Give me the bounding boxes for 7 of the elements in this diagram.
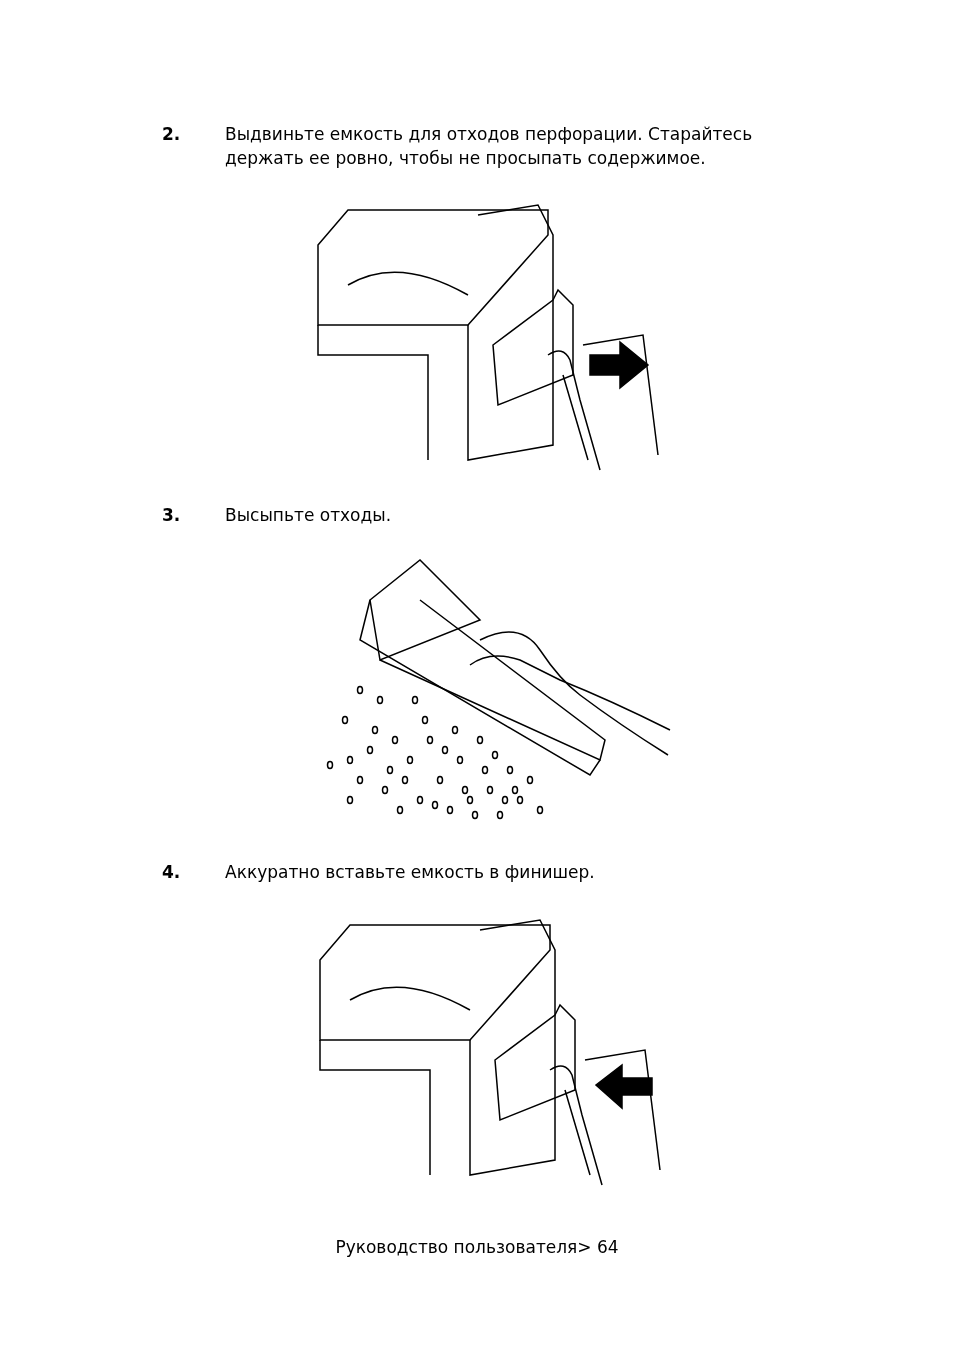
step-number: 2. [162,123,182,146]
step-number: 4. [162,861,182,884]
step-number: 3. [162,504,182,527]
instruction-text: Аккуратно вставьте емкость в финишер. [225,861,596,884]
instruction-text: Выдвиньте емкость для отходов перфорации. Старайтесь держать ее ровно, чтобы не просыпать содержимое. [225,123,754,170]
instruction-text: Высыпьте отходы. [225,504,393,527]
page-footer: Руководство пользователя> 64 [250,1235,704,1259]
